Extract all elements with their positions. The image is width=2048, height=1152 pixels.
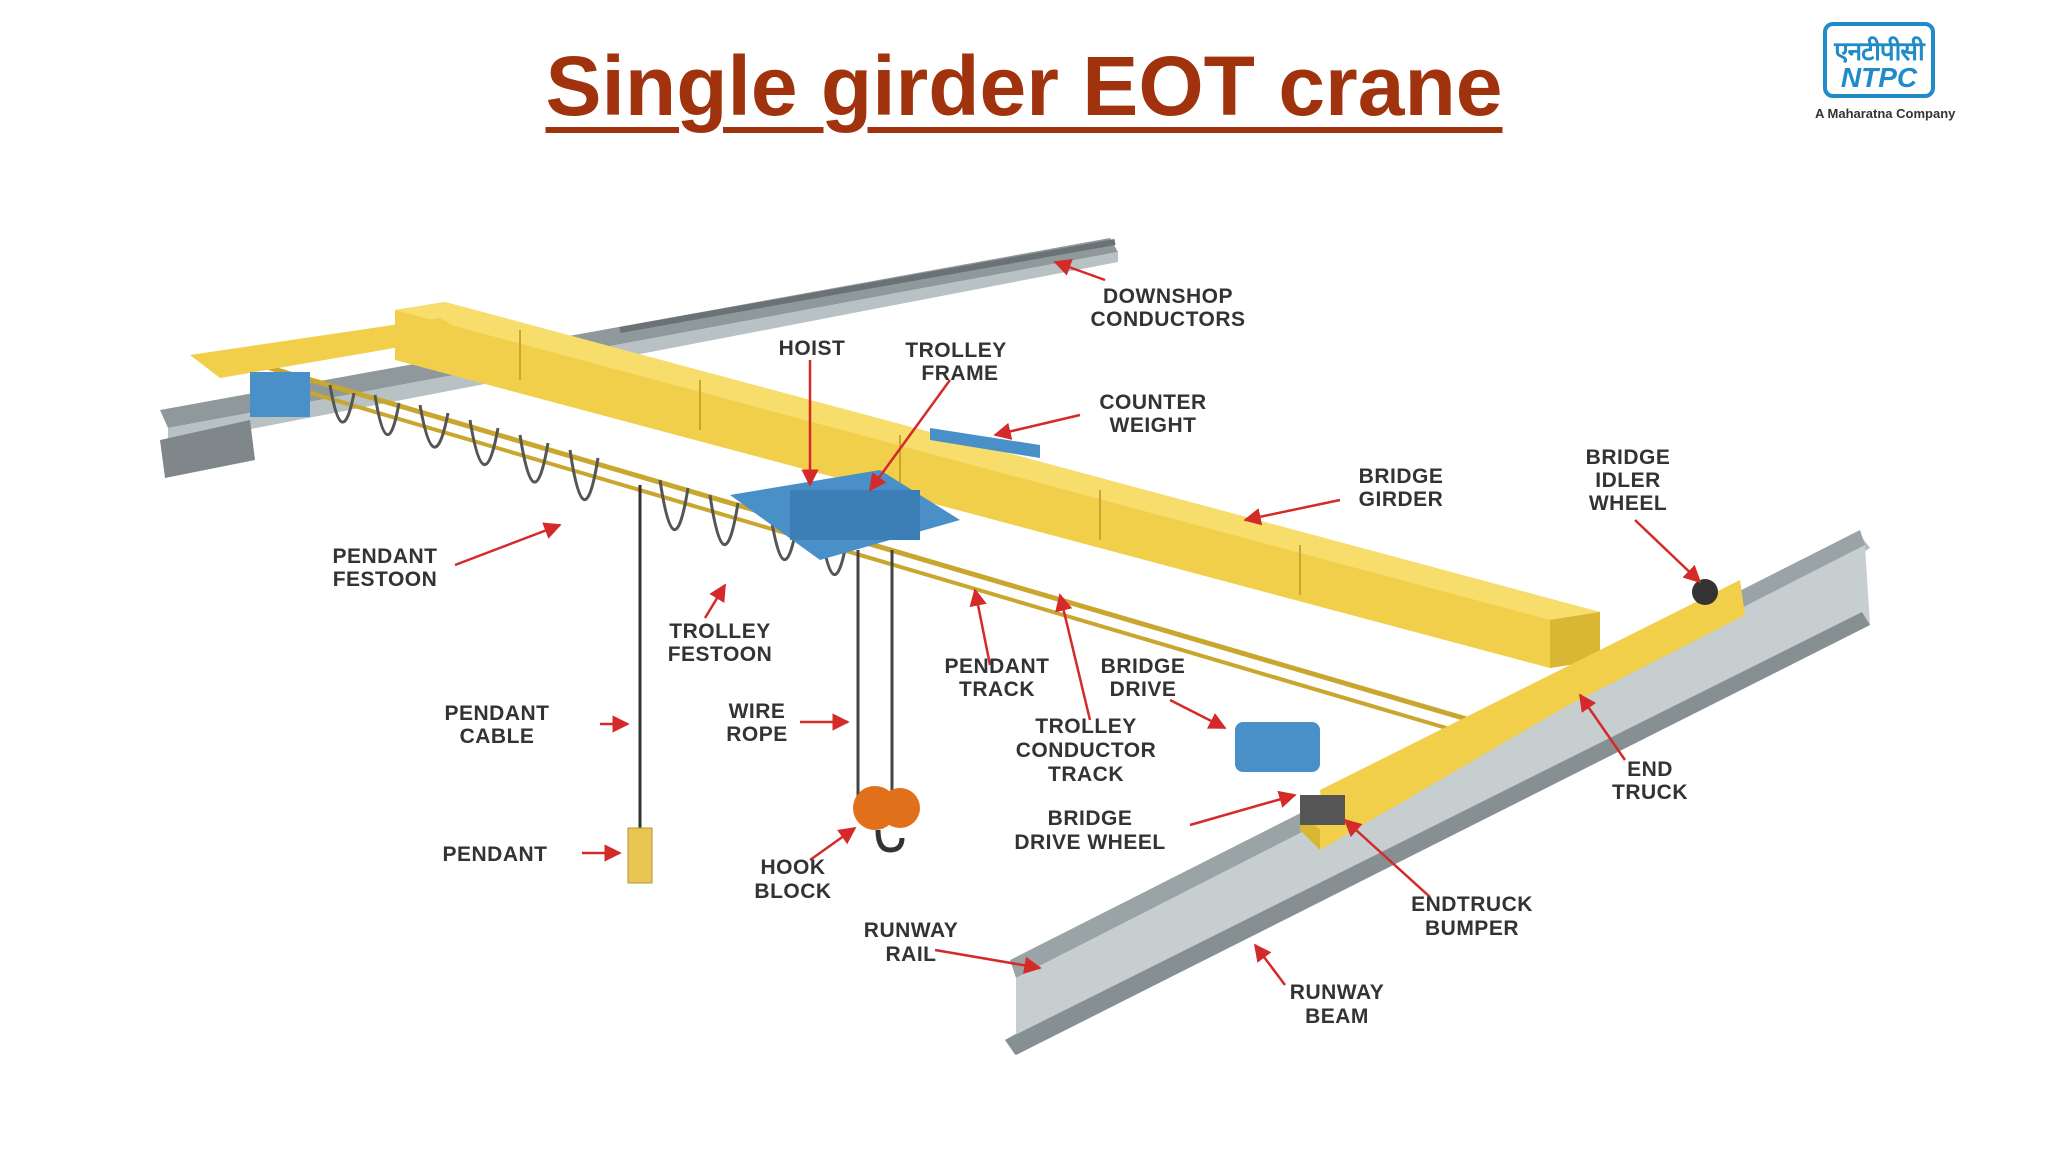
label-line: BRIDGE xyxy=(1048,807,1133,830)
bridge-drive-wheel xyxy=(1300,795,1345,825)
label-pendant: PENDANT xyxy=(442,843,547,866)
logo-name: NTPC xyxy=(1840,62,1918,93)
logo-box: एनटीपीसी NTPC xyxy=(1823,22,1935,98)
label-line: BLOCK xyxy=(754,880,831,903)
label-line: PENDANT xyxy=(944,655,1049,678)
label-line: PENDANT xyxy=(444,702,549,725)
label-hoist: HOIST xyxy=(779,337,846,360)
back-end-truck xyxy=(190,318,470,378)
label-line: ENDTRUCK xyxy=(1411,893,1533,916)
label-line: HOOK xyxy=(761,856,826,879)
label-line: TRACK xyxy=(1048,763,1124,786)
label-line: TROLLEY xyxy=(905,339,1007,362)
downshop-conductor-rail xyxy=(619,239,1116,333)
logo-tagline: A Maharatna Company xyxy=(1815,106,1956,121)
bridge-girder xyxy=(395,302,1600,668)
label-line: TROLLEY xyxy=(669,620,771,643)
label-line: TROLLEY xyxy=(1035,715,1137,738)
label-line: TRUCK xyxy=(1612,781,1688,804)
label-line: BUMPER xyxy=(1425,917,1519,940)
label-line: GIRDER xyxy=(1359,488,1444,511)
label-line: FESTOON xyxy=(668,643,773,666)
bridge-idler-wheel xyxy=(1692,579,1718,605)
label-line: BRIDGE xyxy=(1359,465,1444,488)
label-line: BRIDGE xyxy=(1101,655,1186,678)
pendant-track xyxy=(259,376,1471,737)
label-line: DOWNSHOP xyxy=(1103,285,1233,308)
label-arrows xyxy=(454,259,1702,986)
label-line: PENDANT xyxy=(442,843,547,866)
bridge-drive-motor xyxy=(1235,722,1320,772)
label-line: RUNWAY xyxy=(864,919,958,942)
label-line: TRACK xyxy=(959,678,1035,701)
trolley-hoist xyxy=(730,428,1040,560)
label-line: CONDUCTOR xyxy=(1016,739,1157,762)
label-line: IDLER xyxy=(1595,469,1661,492)
label-line: CABLE xyxy=(460,725,535,748)
slide-title: Single girder EOT crane xyxy=(0,38,2048,135)
label-line: DRIVE xyxy=(1110,678,1177,701)
label-line: CONDUCTORS xyxy=(1090,308,1245,331)
label-line: END xyxy=(1627,758,1673,781)
pendant-box xyxy=(627,827,653,884)
label-line: FESTOON xyxy=(333,568,438,591)
label-line: RUNWAY xyxy=(1290,981,1384,1004)
label-line: WIRE xyxy=(729,700,786,723)
label-line: BRIDGE xyxy=(1586,446,1671,469)
label-line: PENDANT xyxy=(332,545,437,568)
ntpc-logo: एनटीपीसी NTPC A Maharatna Company xyxy=(1815,18,1985,128)
logo-hindi-text: एनटीपीसी xyxy=(1834,37,1924,67)
label-line: BEAM xyxy=(1305,1005,1369,1028)
label-line: ROPE xyxy=(726,723,788,746)
hook-icon xyxy=(875,829,905,853)
label-line: RAIL xyxy=(886,943,937,966)
back-drive xyxy=(250,372,310,417)
label-line: WHEEL xyxy=(1589,492,1667,515)
label-line: COUNTER xyxy=(1099,391,1206,414)
slide-title-text: Single girder EOT crane xyxy=(545,39,1503,133)
label-line: FRAME xyxy=(921,362,998,385)
label-line: DRIVE WHEEL xyxy=(1014,831,1165,854)
label-line: HOIST xyxy=(779,337,846,360)
label-line: WEIGHT xyxy=(1110,414,1197,437)
